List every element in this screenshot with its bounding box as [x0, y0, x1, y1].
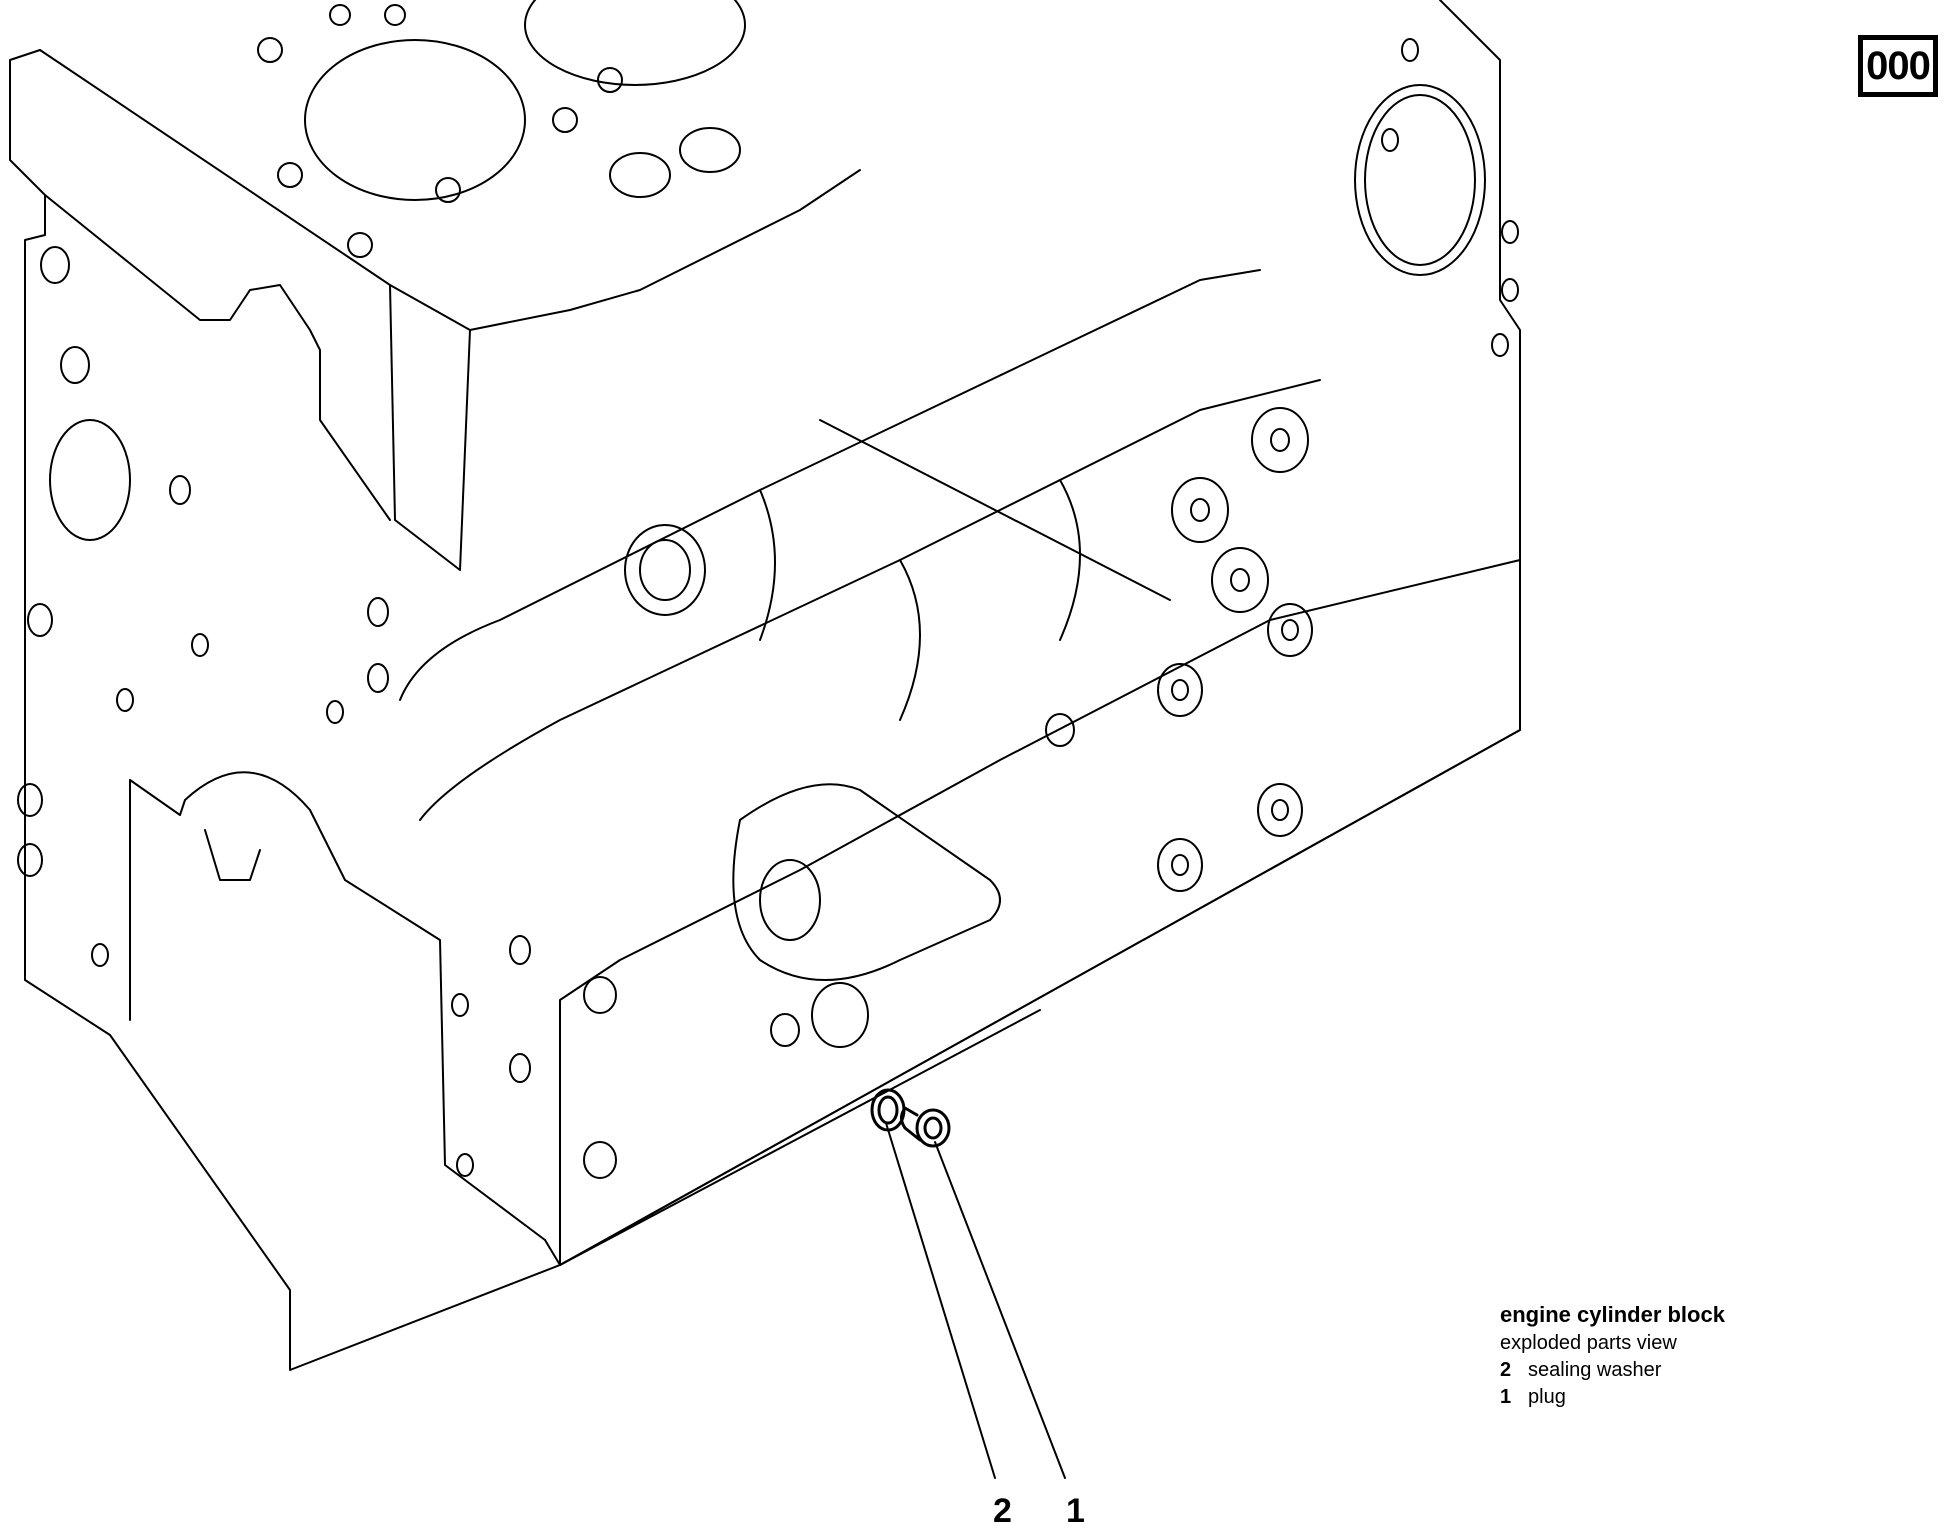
leader-line-1 [934, 1141, 1066, 1479]
lower-boss [559, 783, 1041, 1266]
legend-row-part: sealing washer [1528, 1358, 1662, 1381]
parts-legend: engine cylinder block exploded parts vie… [1500, 1300, 1920, 1411]
pan-rail [544, 729, 1521, 1266]
legend-view-type: exploded parts view [1500, 1331, 1677, 1354]
rear-flange [1354, 38, 1519, 357]
legend-row-label: 2 [1500, 1358, 1512, 1381]
side-bosses [1045, 407, 1313, 892]
deck-bolt-holes [257, 4, 741, 258]
page-tag: 000 [1858, 35, 1938, 97]
plug-part [900, 1106, 951, 1148]
callout-label-2: 2 [993, 1492, 1012, 1530]
front-plate-holes [17, 246, 531, 1177]
legend-row-part: plug [1528, 1385, 1566, 1408]
leader-line-2 [885, 1122, 996, 1479]
callout-label-1: 1 [1066, 1492, 1085, 1530]
legend-row-label: 1 [1500, 1385, 1512, 1408]
legend-row: 1 plug [1500, 1384, 1920, 1411]
legend-row: 2 sealing washer [1500, 1357, 1920, 1384]
crankcase-webs [399, 269, 1521, 1266]
washer-part [870, 1088, 906, 1132]
cylinder-bores [304, 0, 746, 201]
front-cutout [129, 771, 546, 1241]
legend-subject: engine cylinder block [1500, 1302, 1725, 1327]
block-top-deck [9, 0, 1521, 1371]
